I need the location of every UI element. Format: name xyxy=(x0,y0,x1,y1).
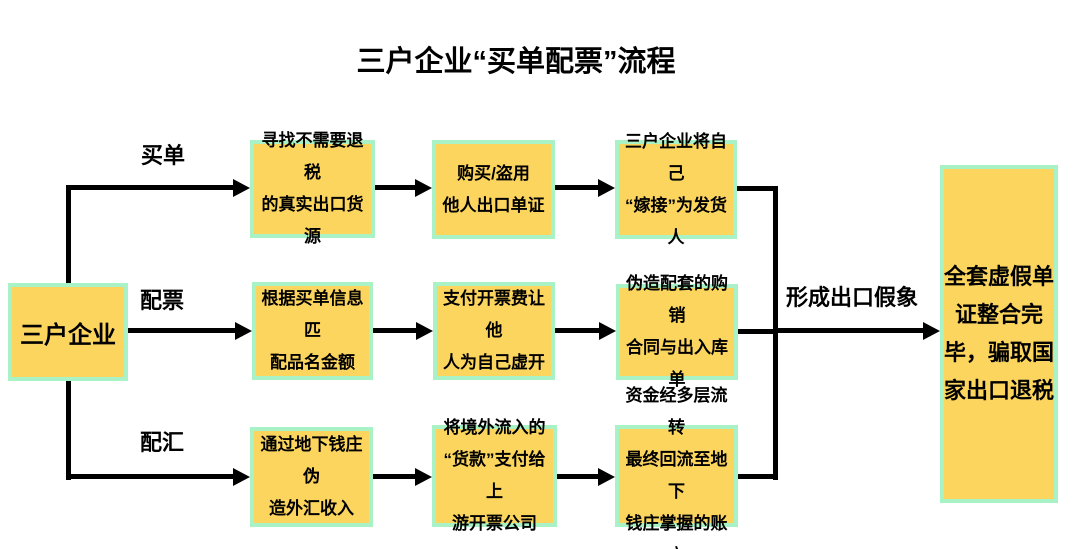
arrow-row3-step1-to-step2 xyxy=(373,468,432,486)
arrow-merge-to-result xyxy=(775,322,940,340)
arrow-head-icon xyxy=(415,179,432,197)
step-box-row3-1: 通过地下钱庄伪 造外汇收入 xyxy=(250,427,373,527)
arrow-head-icon xyxy=(598,468,615,486)
arrow-shaft xyxy=(373,328,420,333)
connector-row1-to-merge-line xyxy=(737,186,778,191)
arrow-row1-step2-to-step3 xyxy=(555,179,615,197)
step-box-row2-3: 伪造配套的购销 合同与出入库单 xyxy=(616,274,738,389)
arrow-head-icon xyxy=(233,468,250,486)
arrow-head-icon xyxy=(598,179,615,197)
arrow-head-icon xyxy=(416,322,433,340)
step-box-row3-2: 将境外流入的 “货款”支付给上 游开票公司 xyxy=(432,418,557,533)
arrow-source-to-row1 xyxy=(66,179,250,197)
arrow-shaft xyxy=(557,474,602,479)
result-box: 全套虚假单 证整合完 毕，骗取国 家出口退税 xyxy=(940,165,1058,503)
arrow-shaft xyxy=(128,328,239,333)
step-box-row3-3: 资金经多层流转 最终回流至地下 钱庄掌握的账户 xyxy=(615,386,738,549)
arrow-shaft xyxy=(373,474,419,479)
arrow-row2-step1-to-step2 xyxy=(373,322,433,340)
arrow-head-icon xyxy=(235,322,252,340)
arrow-shaft xyxy=(555,328,603,333)
arrow-shaft xyxy=(66,474,237,479)
arrow-source-to-row2 xyxy=(128,322,252,340)
arrow-source-to-row3 xyxy=(66,468,250,486)
arrow-shaft xyxy=(375,185,419,190)
arrow-row3-step2-to-step3 xyxy=(557,468,615,486)
merge-label: 形成出口假象 xyxy=(786,285,919,310)
arrow-head-icon xyxy=(233,179,250,197)
arrow-head-icon xyxy=(923,322,940,340)
arrow-row1-step1-to-step2 xyxy=(375,179,432,197)
connector-row2-to-merge-line xyxy=(738,329,775,334)
arrow-row2-step2-to-step3 xyxy=(555,322,616,340)
arrow-shaft xyxy=(555,185,602,190)
step-box-row1-2: 购买/盗用 他人出口单证 xyxy=(432,140,555,239)
branch-label-row1: 买单 xyxy=(141,143,186,168)
branch-label-row3: 配汇 xyxy=(140,430,185,455)
connector-right-vertical-line xyxy=(773,186,778,480)
connector-row3-to-merge-line xyxy=(738,474,778,479)
step-box-row2-1: 根据买单信息匹 配品名金额 xyxy=(252,282,373,380)
source-box: 三户企业 xyxy=(8,283,128,381)
arrow-shaft xyxy=(775,328,927,333)
diagram-title: 三户企业“买单配票”流程 xyxy=(356,46,676,78)
step-box-row2-2: 支付开票费让他 人为自己虚开 xyxy=(433,282,555,380)
branch-label-row2: 配票 xyxy=(140,288,185,313)
arrow-head-icon xyxy=(599,322,616,340)
step-box-row1-1: 寻找不需要退税 的真实出口货源 xyxy=(250,131,375,246)
arrow-shaft xyxy=(66,185,237,190)
step-box-row1-3: 三户企业将自己 “嫁接”为发货人 xyxy=(615,132,737,247)
arrow-head-icon xyxy=(415,468,432,486)
